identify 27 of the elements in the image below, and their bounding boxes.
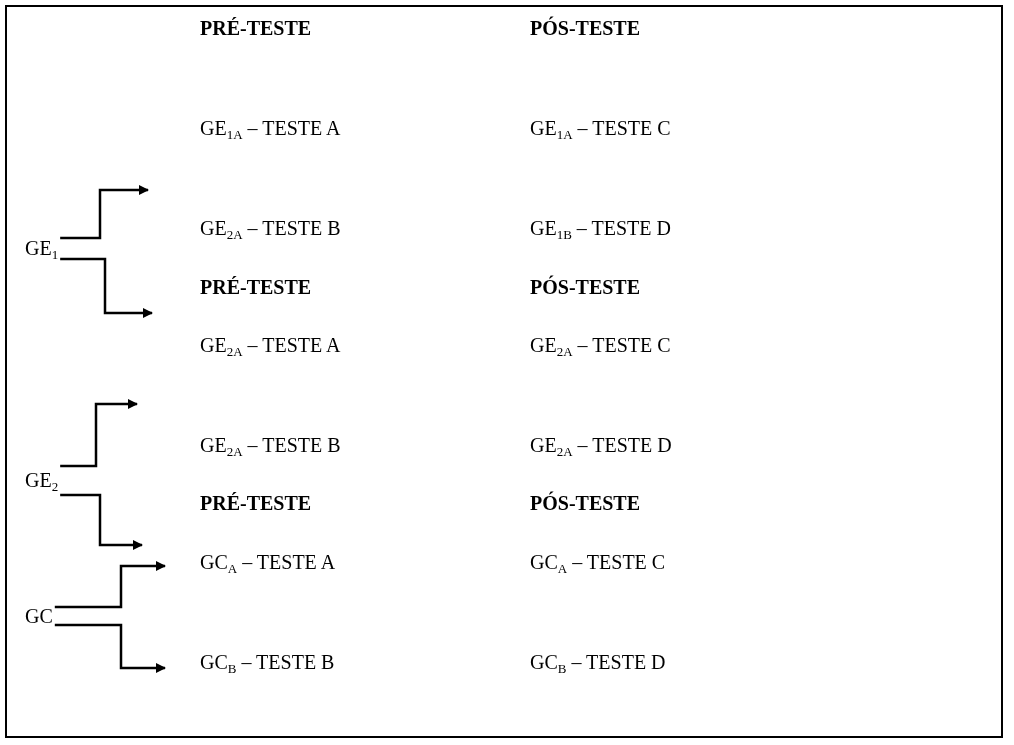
arrow [54, 623, 166, 673]
test-label: GE$_{2A}$ – TESTE C [530, 333, 671, 357]
column-heading: PÓS-TESTE [530, 491, 641, 515]
test-label: GC$_{A}$ – TESTE C [530, 550, 666, 574]
arrow [60, 493, 143, 550]
arrow [60, 399, 138, 468]
arrow [54, 561, 166, 609]
test-label: GC$_{A}$ – TESTE A [200, 550, 336, 574]
group-label: GC [25, 598, 53, 634]
test-label: GC$_{B}$ – TESTE D [530, 650, 666, 674]
column-heading: PÓS-TESTE [530, 16, 641, 40]
column-heading: PRÉ-TESTE [200, 491, 312, 515]
group-label: GE$_{1}$ [25, 230, 59, 266]
test-label: GE$_{1A}$ – TESTE A [200, 116, 341, 140]
test-label: GE$_{2A}$ – TESTE A [200, 333, 341, 357]
group-label: GE$_{2}$ [25, 462, 59, 498]
column-heading: PRÉ-TESTE [200, 275, 312, 299]
test-label: GE$_{2A}$ – TESTE B [200, 216, 341, 240]
test-label: GE$_{1A}$ – TESTE C [530, 116, 671, 140]
arrow [60, 257, 153, 318]
test-label: GC$_{B}$ – TESTE B [200, 650, 335, 674]
test-label: GE$_{2A}$ – TESTE D [530, 433, 672, 457]
arrow [60, 185, 149, 240]
test-label: GE$_{2A}$ – TESTE B [200, 433, 341, 457]
column-heading: PRÉ-TESTE [200, 16, 312, 40]
column-heading: PÓS-TESTE [530, 275, 641, 299]
test-label: GE$_{1B}$ – TESTE D [530, 216, 671, 240]
